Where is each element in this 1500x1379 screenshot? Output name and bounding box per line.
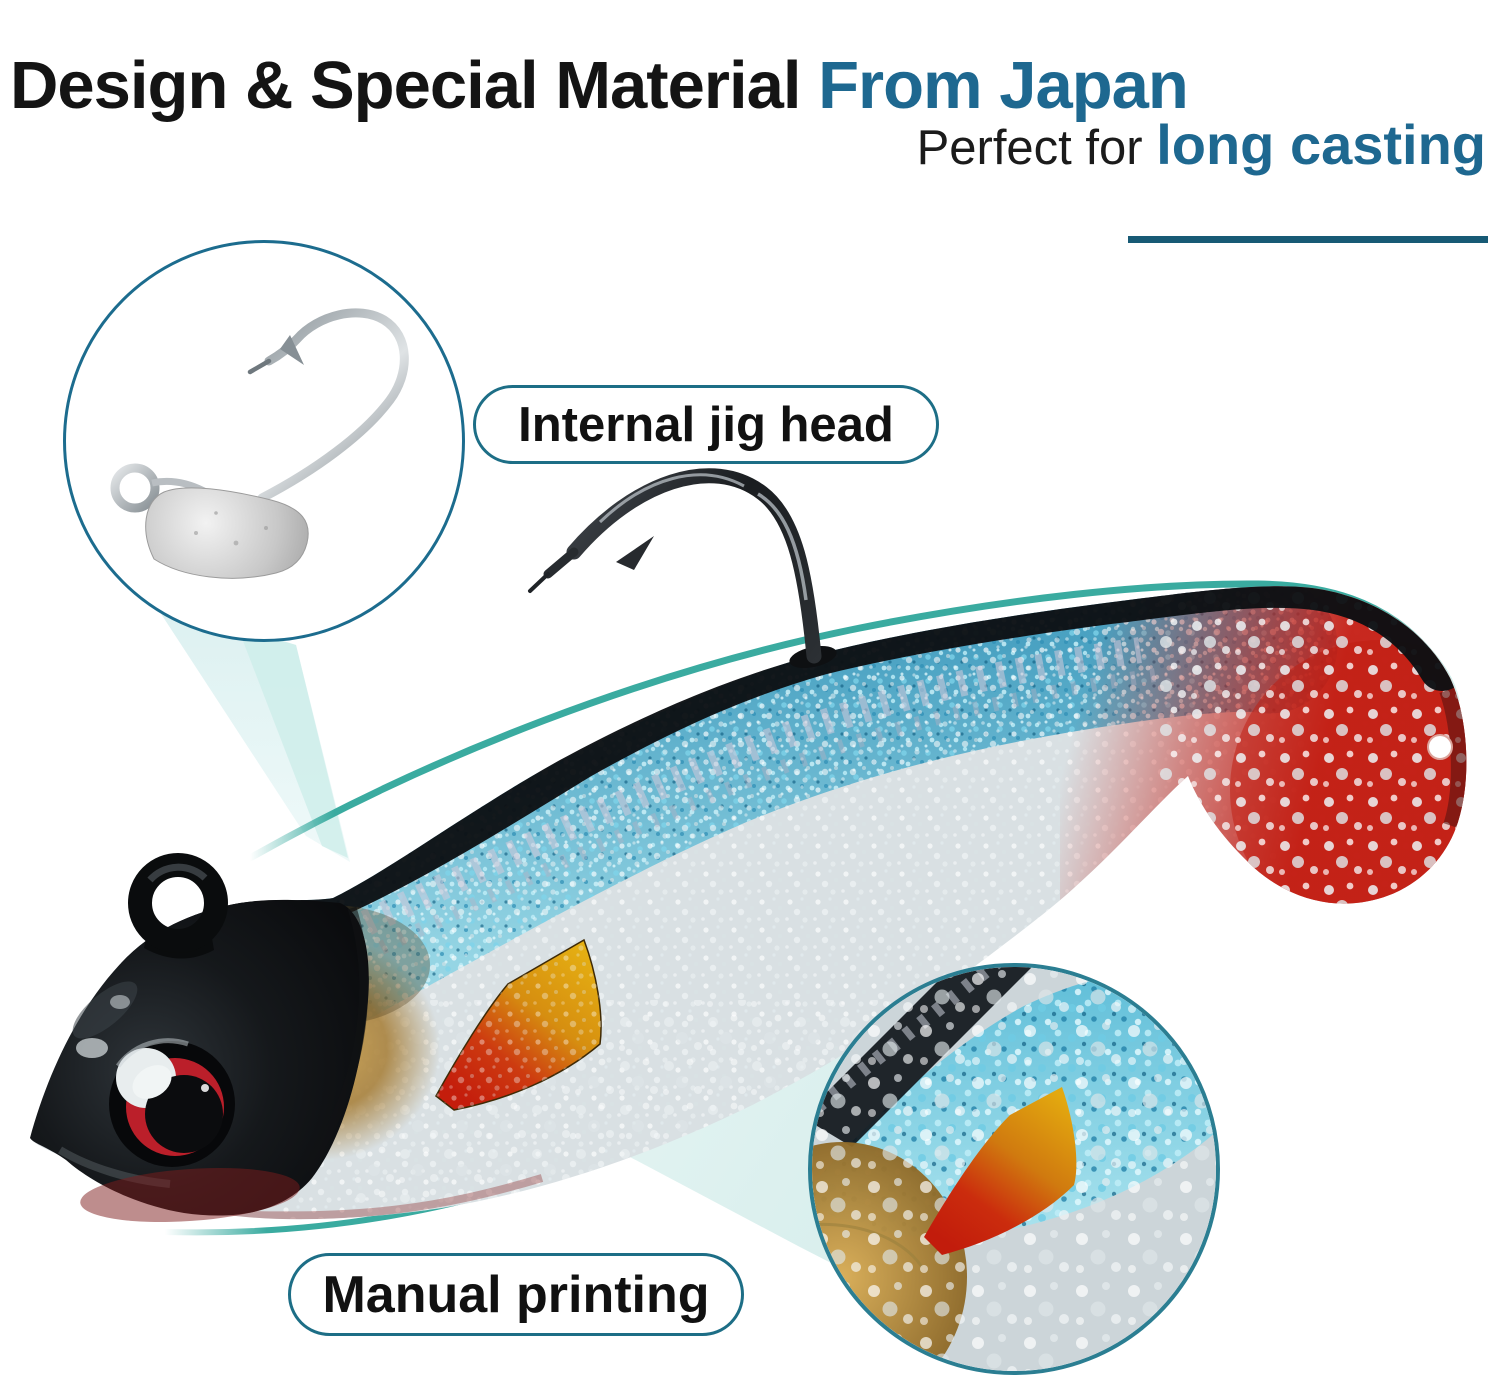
fin-zoom-inset-circle <box>808 963 1220 1375</box>
subtitle-underline <box>1128 236 1488 243</box>
page-subtitle: Perfect for long casting <box>917 112 1486 177</box>
zoom-cone-top <box>152 600 350 862</box>
fin-zoom-icon <box>812 967 1216 1371</box>
title-main: Design & Special Material <box>10 47 819 123</box>
gill-line <box>302 906 369 1173</box>
jig-head-label-pill: Internal jig head <box>473 385 939 464</box>
lead-weight-icon <box>145 487 309 579</box>
jig-head-icon <box>110 308 409 579</box>
hook-inset-icon <box>247 308 409 503</box>
magnified-fin <box>924 1087 1077 1255</box>
lure-eye <box>109 1038 235 1167</box>
tail-hole <box>1427 734 1453 760</box>
hook-icon <box>528 468 837 668</box>
subtitle-accent: long casting <box>1156 113 1486 176</box>
page-title: Design & Special Material From Japan <box>10 47 1498 124</box>
lure-head <box>30 853 369 1223</box>
subtitle-main: Perfect for <box>916 121 1157 175</box>
printing-label: Manual printing <box>322 1265 710 1324</box>
title-accent: From Japan <box>818 47 1189 123</box>
jig-head-inset-circle <box>63 240 465 642</box>
jig-head-label: Internal jig head <box>518 397 894 452</box>
printing-label-pill: Manual printing <box>288 1253 744 1336</box>
line-tie-icon <box>128 853 228 959</box>
